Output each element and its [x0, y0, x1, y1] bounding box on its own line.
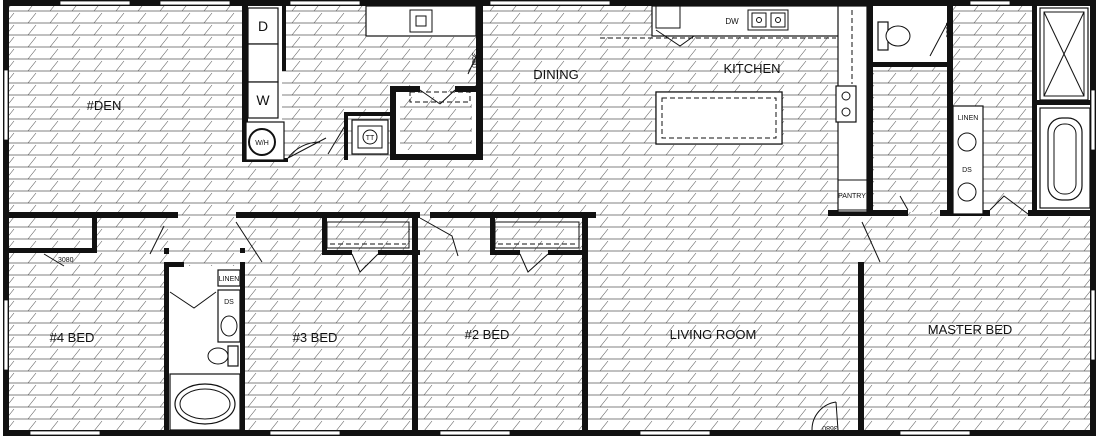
closet-dining — [396, 89, 476, 154]
windows — [3, 0, 1096, 436]
laundry: D W W/H — [245, 7, 285, 161]
walk-in-closet — [872, 64, 952, 212]
laundry-door — [287, 137, 327, 159]
pantry-label: PANTRY — [838, 193, 866, 200]
furnace: TT — [327, 119, 389, 155]
master-shower — [1039, 7, 1089, 101]
water-heater-label: W/H — [255, 140, 269, 147]
kitchen-island — [655, 91, 783, 145]
linen-hall-label: LINEN — [219, 276, 240, 283]
door-master-bath-label: 3080 — [944, 22, 951, 38]
room-label-den: #DEN — [87, 98, 122, 113]
water-heater-icon — [248, 128, 276, 156]
door-den-label: 3080 — [58, 257, 74, 264]
room-label-bed4: #4 BED — [50, 330, 95, 345]
bed2-doors — [419, 217, 580, 273]
room-label-bed2: #2 BED — [465, 327, 510, 342]
dryer — [247, 7, 279, 45]
bed3-doors — [326, 221, 410, 273]
master-vanity: LINEN DS — [952, 105, 984, 215]
room-label-kitchen: KITCHEN — [723, 61, 780, 76]
bed4-doors: 3080 — [43, 221, 263, 267]
kitchen-counters: DW PANTRY — [365, 5, 868, 213]
interior-walls — [3, 3, 1094, 432]
dishwasher-label: DW — [725, 17, 739, 26]
door-dining: 3080 — [467, 47, 481, 75]
toilet-room-fixtures: 3080 — [877, 21, 951, 57]
room-label-master: MASTER BED — [928, 322, 1013, 337]
room-label-living: LIVING ROOM — [670, 327, 757, 342]
door-living-label: 3680 — [822, 424, 838, 431]
hall-bath-fixtures: LINEN DS — [169, 269, 241, 431]
ds-master-label: DS — [962, 167, 972, 174]
dryer-label: D — [258, 18, 268, 34]
master-bath-doors — [861, 195, 1029, 263]
door-dining-label: 3080 — [470, 52, 477, 68]
furnace-label: TT — [366, 135, 375, 142]
linen-master-label: LINEN — [958, 115, 979, 122]
room-labels: #DEN DINING KITCHEN #4 BED #3 BED #2 BED… — [50, 61, 1013, 345]
room-label-bed3: #3 BED — [293, 330, 338, 345]
master-tub — [1039, 107, 1091, 209]
room-label-dining: DINING — [533, 67, 579, 82]
entry-door: 3680 — [811, 401, 839, 431]
washer — [247, 81, 279, 119]
ds-hall-label: DS — [224, 299, 234, 306]
washer-label: W — [256, 92, 270, 108]
